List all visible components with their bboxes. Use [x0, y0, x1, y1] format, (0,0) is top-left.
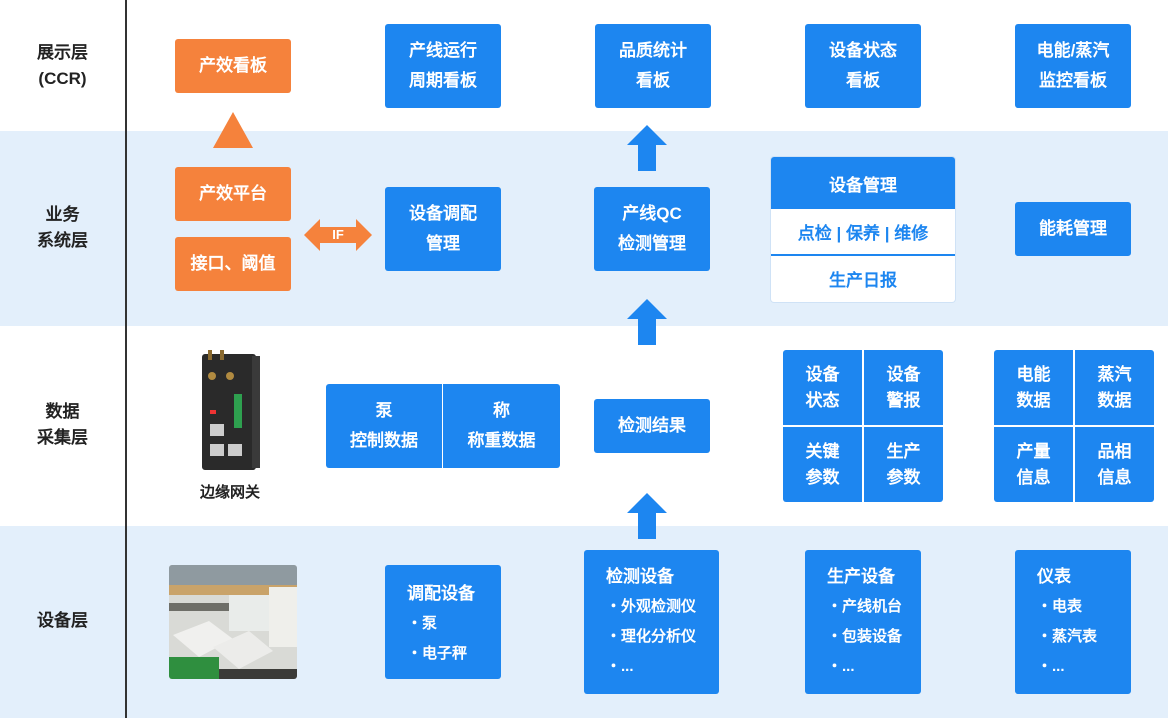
blue-up-arrow-icon [627, 299, 667, 345]
steam-data-cell: 蒸汽数据 [1075, 350, 1154, 425]
production-equipment: 生产设备 ・产线机台 ・包装设备 ・... [805, 550, 921, 694]
blending-mgmt: 设备调配管理 [385, 187, 501, 271]
scale-weigh-data: 称称重数据 [443, 384, 560, 468]
meters-equipment: 仪表 ・电表 ・蒸汽表 ・... [1015, 550, 1131, 694]
energy-mgmt: 能耗管理 [1015, 202, 1131, 256]
line-cycle-board: 产线运行周期看板 [385, 24, 501, 108]
if-label: IF [332, 227, 344, 242]
business-layer-band [0, 131, 1168, 326]
efficiency-board: 产效看板 [175, 39, 291, 93]
energy-monitor-board: 电能/蒸汽监控看板 [1015, 24, 1131, 108]
key-param-cell: 关键参数 [783, 427, 862, 502]
device-mgmt-divider [771, 254, 955, 256]
if-double-arrow-icon [304, 219, 372, 251]
inspection-result: 检测结果 [594, 399, 710, 453]
blue-up-arrow-icon [627, 125, 667, 171]
layer-label-device: 设备层 [37, 611, 88, 630]
quality-stats-board: 品质统计看板 [595, 24, 711, 108]
device-mgmt-title: 设备管理 [771, 157, 955, 209]
power-data-cell: 电能数据 [994, 350, 1073, 425]
device-status-cell: 设备状态 [783, 350, 862, 425]
inspection-equipment: 检测设备 ・外观检测仪 ・理化分析仪 ・... [584, 550, 719, 694]
device-alarm-cell: 设备警报 [864, 350, 943, 425]
layer-label-data: 数据采集层 [37, 402, 88, 447]
lab-equipment-photo [169, 565, 297, 679]
edge-gateway-icon [202, 350, 260, 470]
orange-up-arrow-icon [213, 112, 253, 148]
device-mgmt-maintenance: 点检 | 保养 | 维修 [797, 224, 929, 243]
layer-divider-line [125, 0, 127, 718]
edge-gateway-caption: 边缘网关 [199, 484, 260, 501]
quality-info-cell: 品相信息 [1075, 427, 1154, 502]
device-management-panel: 设备管理 点检 | 保养 | 维修 生产日报 [771, 157, 955, 302]
production-param-cell: 生产参数 [864, 427, 943, 502]
blending-equipment: 调配设备 ・泵 ・电子秤 [385, 565, 501, 679]
interface-threshold: 接口、阈值 [175, 237, 291, 291]
efficiency-platform: 产效平台 [175, 167, 291, 221]
output-info-cell: 产量信息 [994, 427, 1073, 502]
blue-up-arrow-icon [627, 493, 667, 539]
device-status-board: 设备状态看板 [805, 24, 921, 108]
layer-label-business: 业务系统层 [37, 205, 88, 250]
device-mgmt-daily-report: 生产日报 [829, 271, 897, 290]
pump-control-data: 泵控制数据 [326, 384, 442, 468]
layer-label-display: 展示层(CCR) [37, 43, 88, 88]
